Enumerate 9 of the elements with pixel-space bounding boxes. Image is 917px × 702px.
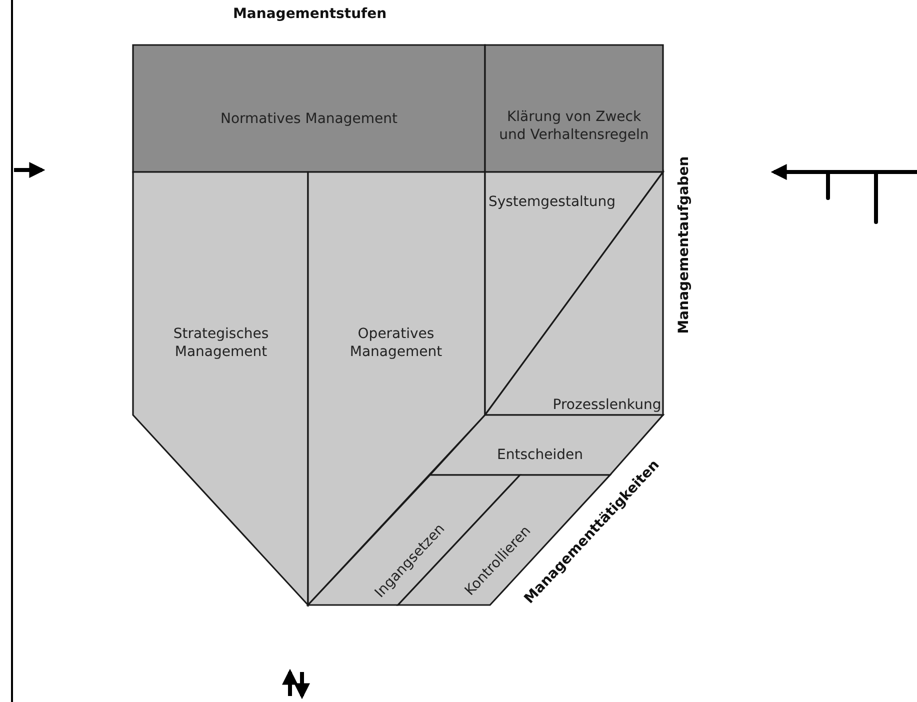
axis-title: Managementaufgaben [676,156,692,334]
region-label: Systemgestaltung [487,193,617,211]
axis-title: Managementstufen [233,6,387,22]
region-label: Entscheiden [496,446,583,463]
region-label: Operatives Management [348,325,444,361]
region-label: Strategisches Management [172,325,270,361]
region-label: Prozesslenkung [552,396,662,414]
region-label: Klärung von Zweck und Verhaltensregeln [499,108,649,144]
region-label: Normatives Management [219,110,398,128]
